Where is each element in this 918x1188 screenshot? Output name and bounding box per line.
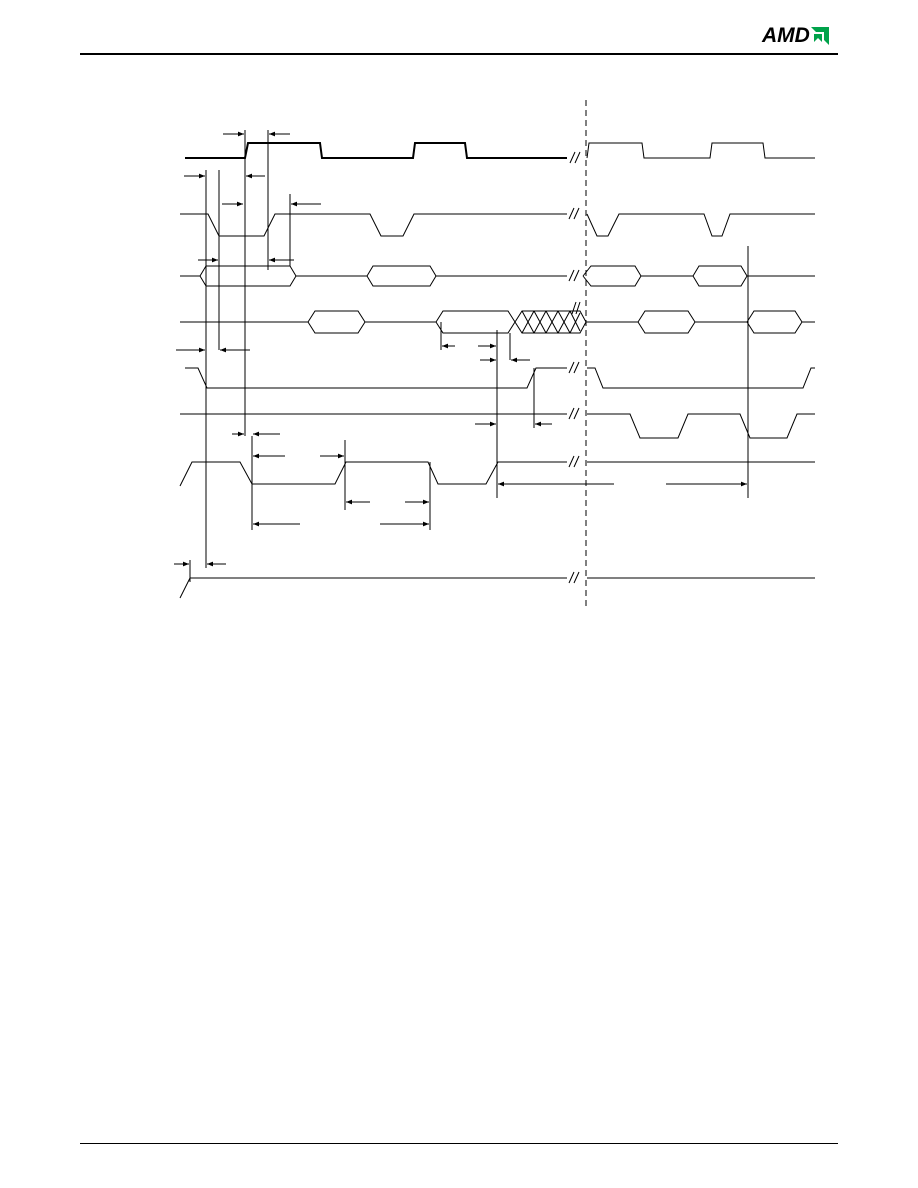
amd-arrow-icon — [810, 27, 829, 45]
footer-rule — [80, 1143, 838, 1144]
bus-b-waveform — [180, 310, 815, 334]
break-marks — [568, 151, 581, 584]
reference-lines — [189, 130, 749, 582]
bus-a-waveform — [180, 265, 815, 287]
reset-waveform — [179, 577, 815, 599]
clock-waveform — [185, 142, 815, 159]
strobe-waveform — [185, 367, 815, 389]
ctrl-c-waveform — [179, 461, 815, 487]
header-rule — [80, 53, 838, 55]
ctrl-a-waveform — [180, 213, 815, 237]
timing-arrows — [174, 131, 747, 567]
logo-text: AMD — [762, 24, 810, 47]
amd-logo: AMD — [762, 24, 829, 48]
